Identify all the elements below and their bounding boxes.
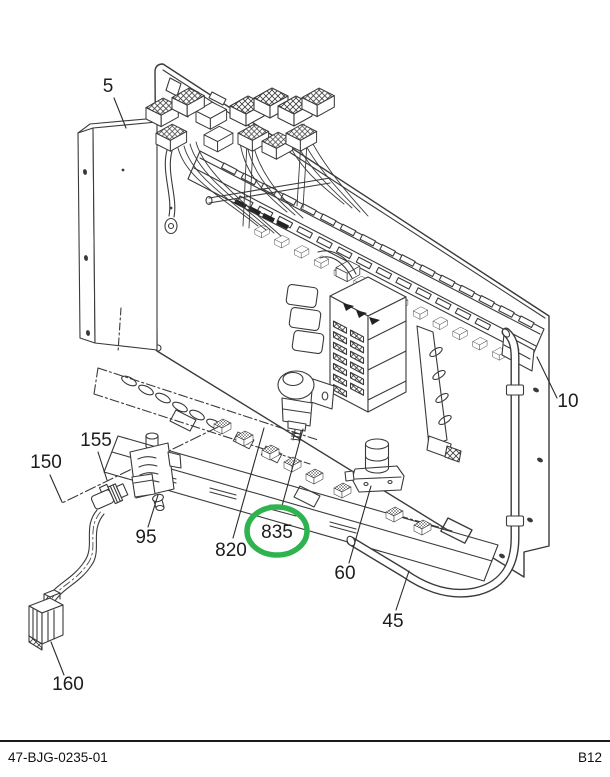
leader-835 [281,428,304,507]
callout-150: 150 [30,452,62,473]
mounting-bracket [416,325,462,463]
loom-tube-part-45 [346,327,525,598]
callout-95: 95 [135,527,156,548]
fuse-block [285,250,407,413]
tube-clamp [505,515,525,527]
leader-45 [395,570,410,611]
callout-60: 60 [334,563,355,584]
leader-155 [97,451,108,481]
callout-820: 820 [215,540,247,561]
fuse-block-arrows [343,303,380,325]
callout-835: 835 [261,522,293,543]
connector-part-160 [28,589,64,651]
hose-assembly [28,426,219,651]
callout-45: 45 [382,611,403,632]
callout-155: 155 [80,430,112,451]
ground-strap [164,149,178,235]
leader-60 [348,485,372,564]
callout-10: 10 [557,391,578,412]
document-number: 47-BJG-0235-01 [8,750,108,765]
hose-lines [45,509,105,605]
tube-clamp [505,384,525,396]
footer: 47-BJG-0235-01 B12 [0,750,610,765]
leader-10 [536,356,558,399]
callout-5: 5 [103,76,114,97]
leader-150 [49,474,63,503]
highlight-ellipse-835 [244,504,310,558]
leader-95 [147,494,159,528]
cover-plate-part-5 [77,117,158,353]
page-code: B12 [577,750,602,765]
leader-160 [50,641,65,676]
hose-coupler-part-155 [90,483,129,510]
buzzer-part-835 [277,370,335,442]
footer-divider [0,740,610,742]
solenoid-part-60 [344,438,405,493]
wiring-harness [145,87,369,237]
parts-diagram-figure: 5 10 150 155 95 160 820 835 60 45 [28,63,579,695]
valve-part-95 [129,432,182,512]
leader-820 [232,427,265,539]
callout-160: 160 [52,674,84,695]
leader-5 [113,97,127,129]
callout-leaders [49,97,558,676]
